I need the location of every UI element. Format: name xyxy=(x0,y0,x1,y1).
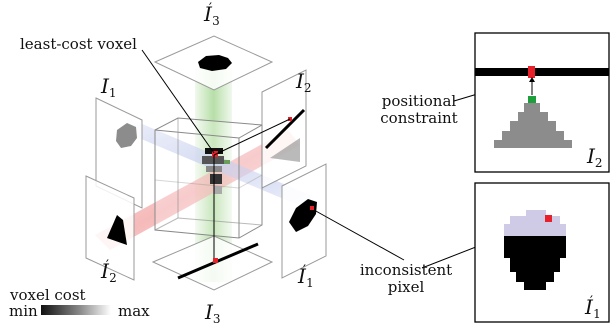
label-I2-prime: I′2 xyxy=(101,259,117,284)
label-I3-symbol: I xyxy=(205,300,213,324)
legend-max-label: max xyxy=(118,302,150,320)
label-I2-symbol: I xyxy=(296,69,304,93)
inset-I2-line xyxy=(475,68,609,76)
inset-I2 xyxy=(474,32,610,173)
inconsistent-pixel-line2: pixel xyxy=(387,277,425,296)
legend-min-label: min xyxy=(9,302,38,320)
view-plane-I1 xyxy=(95,97,143,209)
inconsistent-pixel-label: inconsistent pixel xyxy=(356,262,456,295)
least-cost-voxel-pointer xyxy=(141,49,215,154)
inset-bottom-prime: ′ xyxy=(589,294,594,310)
red-marker-I3 xyxy=(213,258,218,263)
projection-line-I2 xyxy=(264,108,306,150)
inset-bottom-sub: 1 xyxy=(593,307,601,321)
inset-I2-pyramid xyxy=(494,103,572,148)
inset-top-label: I2 xyxy=(587,146,603,169)
label-I1: I1 xyxy=(101,76,117,99)
label-I3-prime: I′3 xyxy=(204,2,220,27)
inset-top-sub: 2 xyxy=(594,156,603,170)
label-I1-prime-sub: 1 xyxy=(306,276,314,290)
view-plane-I3-prime xyxy=(153,35,274,91)
silhouette-I2 xyxy=(270,138,300,162)
inset-I1-prime xyxy=(474,182,610,323)
inset-I2-green xyxy=(528,96,536,103)
least-cost-voxel-label: least-cost voxel xyxy=(20,35,137,53)
label-I2-prime-symbol: I xyxy=(101,259,109,283)
legend-title: voxel cost xyxy=(10,286,86,304)
positional-constraint-line2: constraint xyxy=(380,108,458,127)
inset-I2-red xyxy=(528,66,535,78)
inset-top-symbol: I xyxy=(587,144,595,168)
label-I3-prime-prime: ′ xyxy=(208,1,213,17)
cost-gradient-bar xyxy=(41,305,111,315)
label-I1-prime: I′1 xyxy=(298,264,314,289)
label-I2: I2 xyxy=(296,71,312,94)
label-I3-prime-sub: 3 xyxy=(212,14,220,28)
silhouette-I2-prime xyxy=(107,215,127,245)
inset-bottom-label: I′1 xyxy=(585,295,601,320)
silhouette-I3-prime xyxy=(198,55,232,71)
label-I1-prime-prime: ′ xyxy=(302,263,307,279)
label-I1-prime-symbol: I xyxy=(298,264,306,288)
label-I3-sub: 3 xyxy=(212,312,221,326)
label-I2-prime-sub: 2 xyxy=(109,271,117,285)
least-cost-connector xyxy=(213,118,291,156)
silhouette-I1 xyxy=(116,123,137,148)
inset-bottom-symbol: I xyxy=(585,295,593,319)
label-I2-prime-prime: ′ xyxy=(105,258,110,274)
positional-constraint-line1: positional xyxy=(381,92,457,110)
inset-I1-prime-red xyxy=(545,215,552,222)
label-I2-sub: 2 xyxy=(303,81,312,95)
red-marker-I1-prime xyxy=(310,206,314,210)
view-plane-I2-prime xyxy=(85,175,135,281)
red-beam xyxy=(95,130,300,250)
label-I3: I3 xyxy=(205,302,221,325)
label-I1-sub: 1 xyxy=(108,86,117,100)
label-I1-symbol: I xyxy=(101,74,109,98)
inconsistent-pixel-line1: inconsistent xyxy=(359,261,453,279)
inset-I1-prime-silhouette xyxy=(504,236,566,290)
inconsistent-pixel-pointer xyxy=(313,209,405,261)
label-I3-prime-symbol: I xyxy=(204,2,212,26)
view-plane-I3 xyxy=(151,235,274,291)
positional-constraint-label: positional constraint xyxy=(374,93,464,126)
voxel-cube xyxy=(154,117,263,239)
view-plane-I1-prime xyxy=(281,163,327,279)
